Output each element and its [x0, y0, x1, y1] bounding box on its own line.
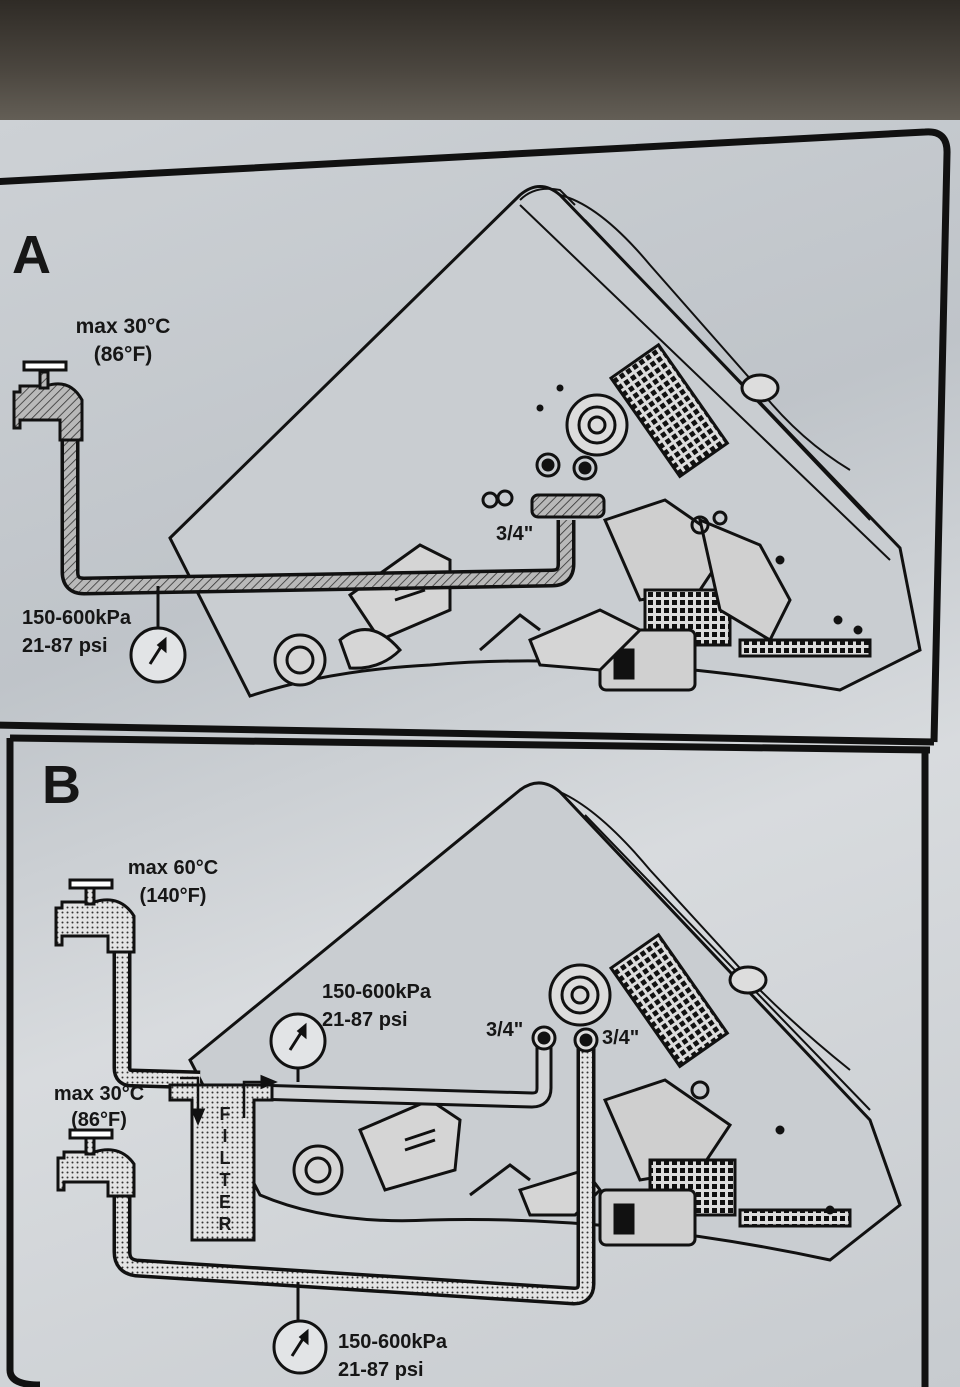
connector-right-b-icon — [573, 1027, 599, 1053]
panel-b-cold-temp-line2: (86°F) — [71, 1109, 127, 1131]
panel-b-cold-temp-line1: max 30°C — [53, 1083, 145, 1105]
panel-b-lower-pressure-line2: 21-87 psi — [338, 1359, 424, 1381]
panel-a-temp-line2: (86°F) — [93, 343, 153, 366]
filter-label-letter: I — [222, 1126, 228, 1146]
filter-label-letter: L — [219, 1148, 231, 1168]
hot-water-tap-b — [54, 878, 136, 954]
panel-b-upper-pressure-line1: 150-600kPa — [322, 981, 431, 1003]
pressure-gauge-b-lower-icon — [272, 1319, 328, 1375]
panel-b-right-connector-size: 3/4" — [602, 1027, 640, 1049]
panel-b-frame — [6, 734, 931, 1387]
filter-label-letter: R — [218, 1214, 232, 1234]
cold-water-tap-b — [56, 1128, 136, 1198]
panel-b-upper-pressure-line2: 21-87 psi — [322, 1009, 408, 1031]
water-tap-a — [12, 360, 84, 442]
panel-b-hot-temp-line2: (140°F) — [139, 885, 207, 907]
filter-housing — [168, 1074, 278, 1242]
panel-a-pressure-line1: 150-600kPa — [22, 607, 131, 629]
filter-label-letter: E — [218, 1192, 231, 1212]
panel-b-letter: B — [42, 755, 81, 815]
hot-water-pipe-b — [112, 935, 201, 1090]
connector-left-b-icon — [531, 1025, 557, 1051]
pressure-gauge-a-icon — [129, 626, 187, 684]
panel-b-lower-pressure-line1: 150-600kPa — [338, 1331, 447, 1353]
cold-water-pipe-b — [112, 1045, 596, 1306]
filter-outlet-pipe-b — [251, 1045, 553, 1109]
panel-b-hot-temp-line1: max 60°C — [127, 857, 219, 879]
panel-a-connector-size: 3/4" — [496, 523, 534, 545]
panel-a-letter: A — [12, 225, 51, 285]
pressure-gauge-b-upper-icon — [269, 1012, 327, 1070]
panel-a-temp-line1: max 30°C — [75, 315, 171, 338]
washing-machine-a — [168, 185, 922, 698]
water-pipe-a — [60, 400, 576, 596]
panel-a-pressure-line2: 21-87 psi — [22, 635, 108, 657]
panel-a-frame — [0, 128, 951, 746]
filter-label-letter: T — [219, 1170, 231, 1190]
panel-b-left-connector-size: 3/4" — [486, 1019, 524, 1041]
filter-label-letter: F — [219, 1104, 231, 1124]
